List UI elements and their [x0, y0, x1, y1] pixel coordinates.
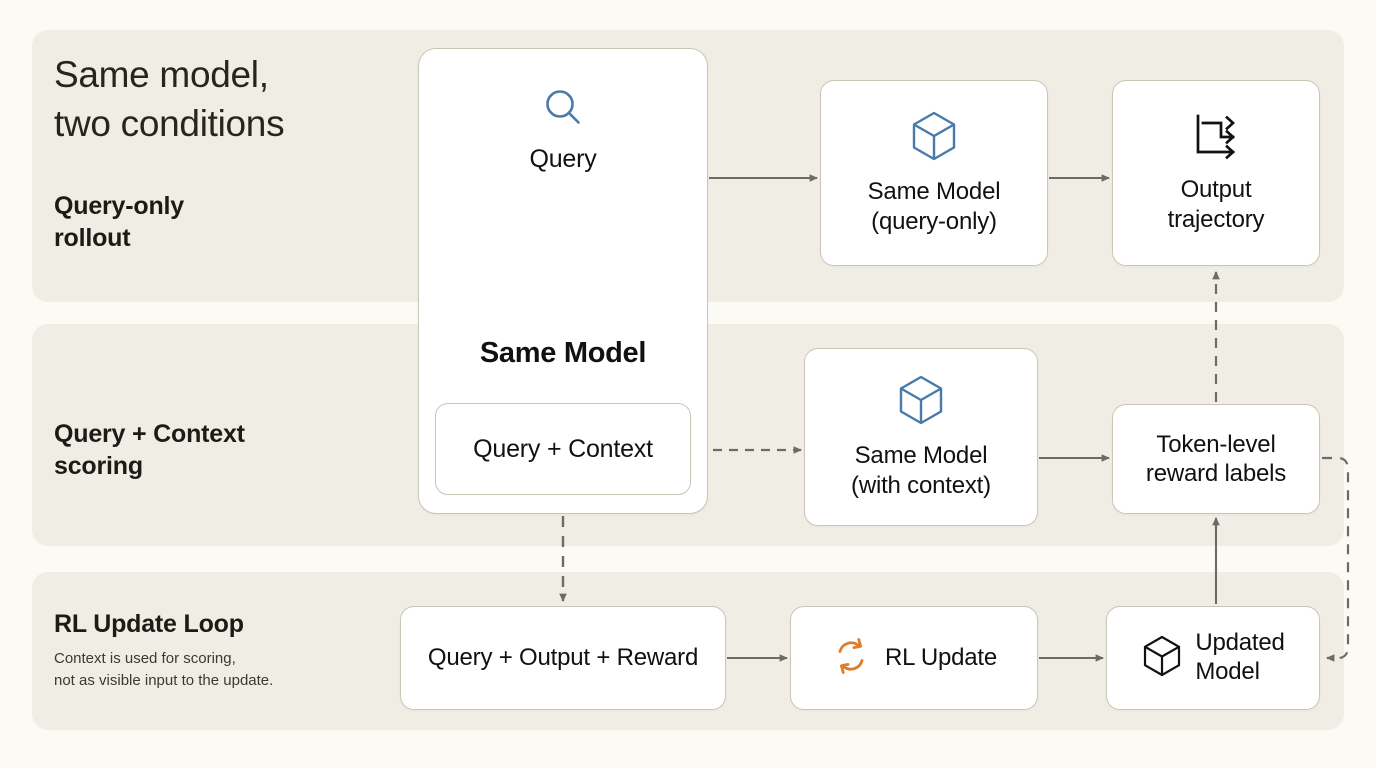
- page-title: Same model, two conditions: [54, 54, 285, 145]
- node-query-output-reward[interactable]: Query + Output + Reward: [400, 606, 726, 710]
- node-label: Output trajectory: [1167, 176, 1265, 233]
- row-label-query-context-scoring: Query + Context scoring: [54, 420, 245, 480]
- trajectory-icon: [1191, 112, 1241, 165]
- node-token-level-reward-labels[interactable]: Token-level reward labels: [1112, 404, 1320, 514]
- query-block: Query: [419, 85, 707, 175]
- same-model-title: Same Model: [479, 337, 647, 369]
- query-label: Query: [529, 145, 597, 173]
- node-label: Updated Model: [1195, 629, 1285, 685]
- node-label: Token-level reward labels: [1145, 430, 1287, 487]
- refresh-icon: [831, 636, 871, 681]
- node-label: Same Model (with context): [851, 442, 991, 499]
- node-label: Query + Output + Reward: [427, 644, 699, 672]
- node-updated-model[interactable]: Updated Model: [1106, 606, 1320, 710]
- cube-icon: [1141, 634, 1183, 683]
- node-rl-update[interactable]: RL Update: [790, 606, 1038, 710]
- search-icon: [540, 85, 586, 136]
- same-model-card[interactable]: Query Same Model Query + Context: [418, 48, 708, 514]
- row-label-rl-update-loop: RL Update Loop: [54, 610, 244, 638]
- node-same-model-with-context[interactable]: Same Model (with context): [804, 348, 1038, 526]
- node-output-trajectory[interactable]: Output trajectory: [1112, 80, 1320, 266]
- row-label-query-only-rollout: Query-only rollout: [54, 192, 184, 252]
- node-label: Same Model (query-only): [867, 178, 1001, 235]
- query-context-box[interactable]: Query + Context: [435, 403, 691, 495]
- cube-icon: [909, 110, 959, 167]
- cube-icon: [896, 374, 946, 431]
- node-same-model-query-only[interactable]: Same Model (query-only): [820, 80, 1048, 266]
- node-label: RL Update: [884, 644, 998, 672]
- row-note-rl-update-loop: Context is used for scoring, not as visi…: [54, 650, 274, 689]
